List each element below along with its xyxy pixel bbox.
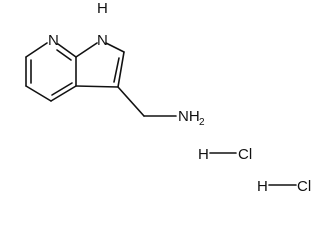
salt2-cl-label: Cl: [297, 178, 311, 193]
bond-c-n: [57, 43, 77, 58]
pyrrole-h-label: H: [97, 0, 108, 17]
aminomethyl-chain: [117, 86, 177, 117]
pyridine-ring: [25, 42, 77, 102]
bond-c3-c3a: [75, 85, 119, 88]
bond-c-c-2: [25, 85, 52, 102]
amine-label: NH: [178, 108, 200, 125]
salt1-h-label: H: [198, 146, 209, 163]
bond-c2-c3: [117, 51, 125, 88]
bond-c3-ch2: [117, 86, 145, 117]
bond-c-n-inner: [56, 49, 72, 61]
pyridine-n-label: N: [48, 32, 59, 49]
bond-c-c-3-inner: [51, 82, 73, 96]
salt1-cl-label: Cl: [238, 146, 252, 163]
chemical-structure: N H N NH 2 H Cl H Cl: [25, 0, 311, 193]
bond-c7a-n1: [75, 42, 98, 58]
amine-subscript: 2: [199, 117, 205, 128]
bond-c-c-3: [50, 85, 77, 102]
bond-n-c: [25, 42, 48, 58]
bond-c2-c3-inner: [113, 57, 120, 83]
pyrrole-n-label: N: [97, 32, 108, 49]
bond-n1-c2: [105, 42, 125, 53]
pyrrole-ring: [75, 42, 125, 88]
salt2-h-label: H: [257, 178, 268, 193]
